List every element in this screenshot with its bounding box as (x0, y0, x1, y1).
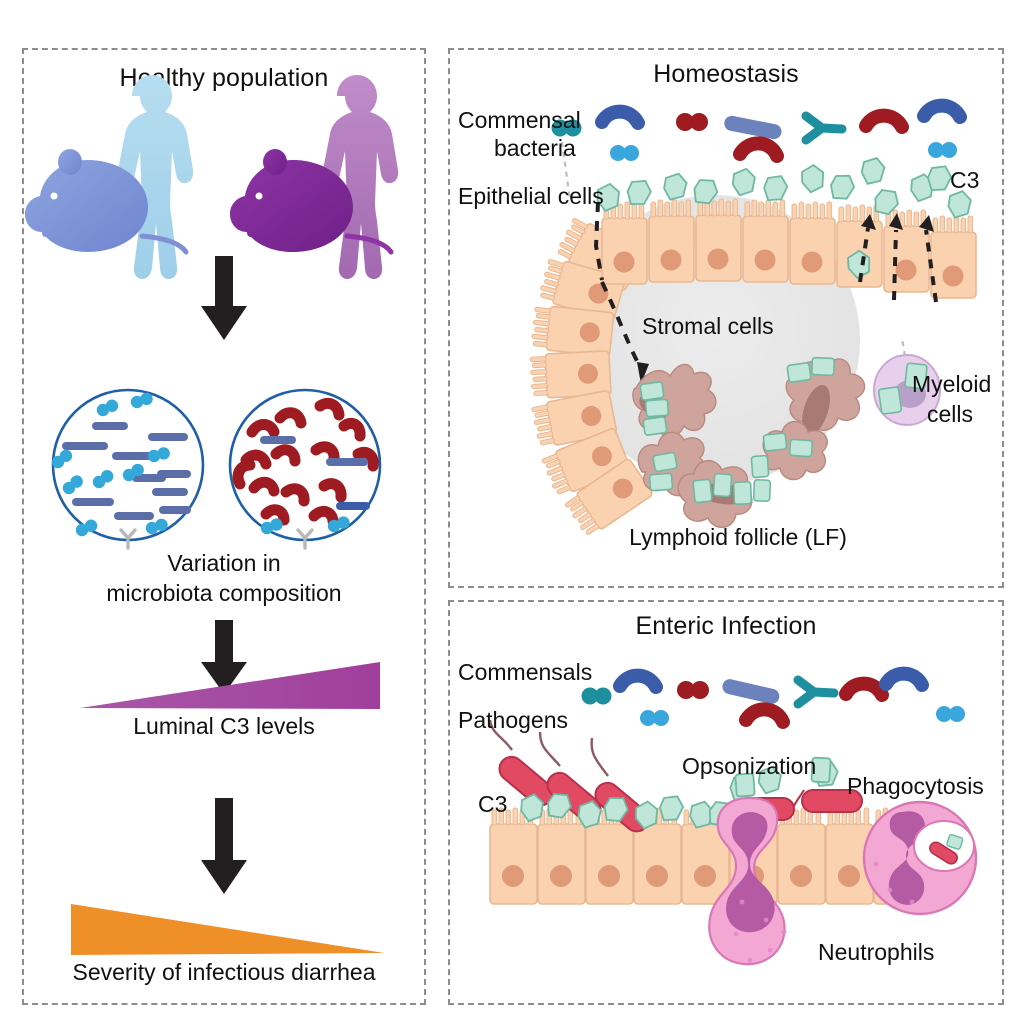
microbiota-circle-left (51, 388, 205, 550)
luminal-c3-wedge (80, 662, 380, 709)
rod-blue-mid-inf (722, 679, 780, 704)
label-variation-line1: Variation in (167, 550, 281, 576)
cocci-bacteria-blue-group (51, 392, 170, 537)
human-silhouette-purple (322, 75, 399, 279)
mouse-eye-blue (50, 192, 58, 200)
left-panel-artwork (25, 75, 399, 955)
curved-rod-blue-1 (595, 104, 645, 130)
dashed-arrows-c3-secretion (858, 227, 938, 303)
label-opsonization: Opsonization (682, 753, 817, 779)
down-arrow-1 (201, 256, 247, 340)
commensal-bacteria-group (551, 98, 967, 163)
curved-rod-red-1 (733, 136, 784, 163)
cocci-lightblue-inf-2 (936, 706, 965, 722)
label-commensals: Commensals (458, 659, 593, 685)
label-stromal-cells: Stromal cells (642, 313, 774, 339)
severity-wedge (71, 904, 384, 955)
c3-opsonized (734, 756, 832, 798)
antibody-icon-right (296, 528, 314, 550)
cocci-teal (551, 119, 582, 137)
down-arrow-3 (201, 798, 247, 894)
subject-purple-group (230, 75, 399, 279)
cocci-darkred-inf (677, 681, 709, 699)
label-c3-homeostasis: C3 (950, 167, 980, 193)
mouse-ear-purple (263, 149, 287, 175)
curved-bacteria-red-group (232, 397, 379, 527)
subject-blue-group (25, 75, 194, 279)
arrowheads-c3-secretion (861, 213, 934, 232)
commensals-group-infection (581, 666, 965, 729)
label-c3-infection: C3 (478, 791, 508, 817)
flagellum-1 (488, 719, 513, 751)
panel-title-enteric-infection: Enteric Infection (635, 612, 817, 640)
cocci-lightblue-2 (928, 142, 957, 158)
leader-line-myeloid (900, 337, 907, 357)
mouse-ear-blue (58, 149, 82, 175)
label-commensal-line1: Commensal (458, 107, 581, 133)
mouse-silhouette-blue (25, 160, 148, 252)
curved-rod-red-2 (859, 108, 909, 134)
curved-rod-red-inf-1 (739, 702, 790, 729)
rod-blue-mid-1 (724, 115, 782, 140)
panel-enteric-infection: Enteric Infection (448, 600, 1004, 1005)
curved-rod-blue-inf-2 (879, 666, 929, 692)
down-arrow-2 (201, 620, 247, 694)
curved-rod-red-inf-2 (839, 676, 889, 702)
flagellum-2 (538, 731, 561, 767)
panel-healthy-population: Healthy population (22, 48, 426, 1005)
neutrophil-phagocytosing (862, 800, 978, 916)
homeostasis-artwork (529, 98, 977, 535)
myeloid-cell (873, 337, 941, 426)
label-epithelial-cells: Epithelial cells (458, 183, 604, 209)
panel-title-homeostasis: Homeostasis (653, 60, 799, 88)
pathogen-link (793, 789, 805, 807)
panel-homeostasis: Homeostasis (448, 48, 1004, 588)
infection-artwork (488, 666, 978, 966)
label-neutrophils: Neutrophils (818, 939, 935, 965)
label-luminal-c3-levels: Luminal C3 levels (133, 713, 315, 739)
label-phagocytosis: Phagocytosis (847, 773, 984, 799)
rod-bacteria-blue-group (62, 422, 191, 520)
label-commensal-line2: bacteria (494, 135, 576, 161)
label-myeloid-line1: Myeloid (912, 371, 992, 397)
label-myeloid-line2: cells (927, 401, 974, 427)
curved-rod-blue-inf-1 (613, 668, 663, 694)
mouse-tail-blue (139, 233, 189, 255)
cocci-darkred (676, 113, 708, 131)
arrowhead-stromal (637, 362, 649, 384)
cocci-lightblue-1 (610, 145, 639, 161)
mouse-eye-purple (255, 192, 263, 200)
antibody-icon-left (119, 528, 137, 550)
y-shape-teal-inf (793, 675, 839, 709)
curved-rod-blue-2 (917, 98, 967, 124)
mouse-silhouette-purple (230, 160, 353, 252)
label-variation-line2: microbiota composition (106, 580, 342, 606)
y-shape-teal (801, 111, 847, 145)
dashed-line-epithelial (593, 201, 604, 281)
label-pathogens: Pathogens (458, 707, 568, 733)
cocci-teal-inf (581, 687, 612, 705)
stromal-cells-group (632, 356, 866, 528)
neutrophil-transmigrating (708, 796, 787, 966)
microbiota-circle-right (228, 388, 382, 550)
label-severity-diarrhea: Severity of infectious diarrhea (72, 959, 376, 985)
label-lymphoid-follicle: Lymphoid follicle (LF) (629, 524, 847, 550)
cocci-lightblue-inf-1 (640, 710, 669, 726)
flagellum-3 (590, 737, 609, 777)
cocci-bacteria-right-group (260, 516, 350, 535)
human-silhouette-blue (117, 75, 194, 279)
rod-bacteria-red-panel-group (260, 436, 370, 510)
mouse-tail-purple (344, 233, 394, 255)
